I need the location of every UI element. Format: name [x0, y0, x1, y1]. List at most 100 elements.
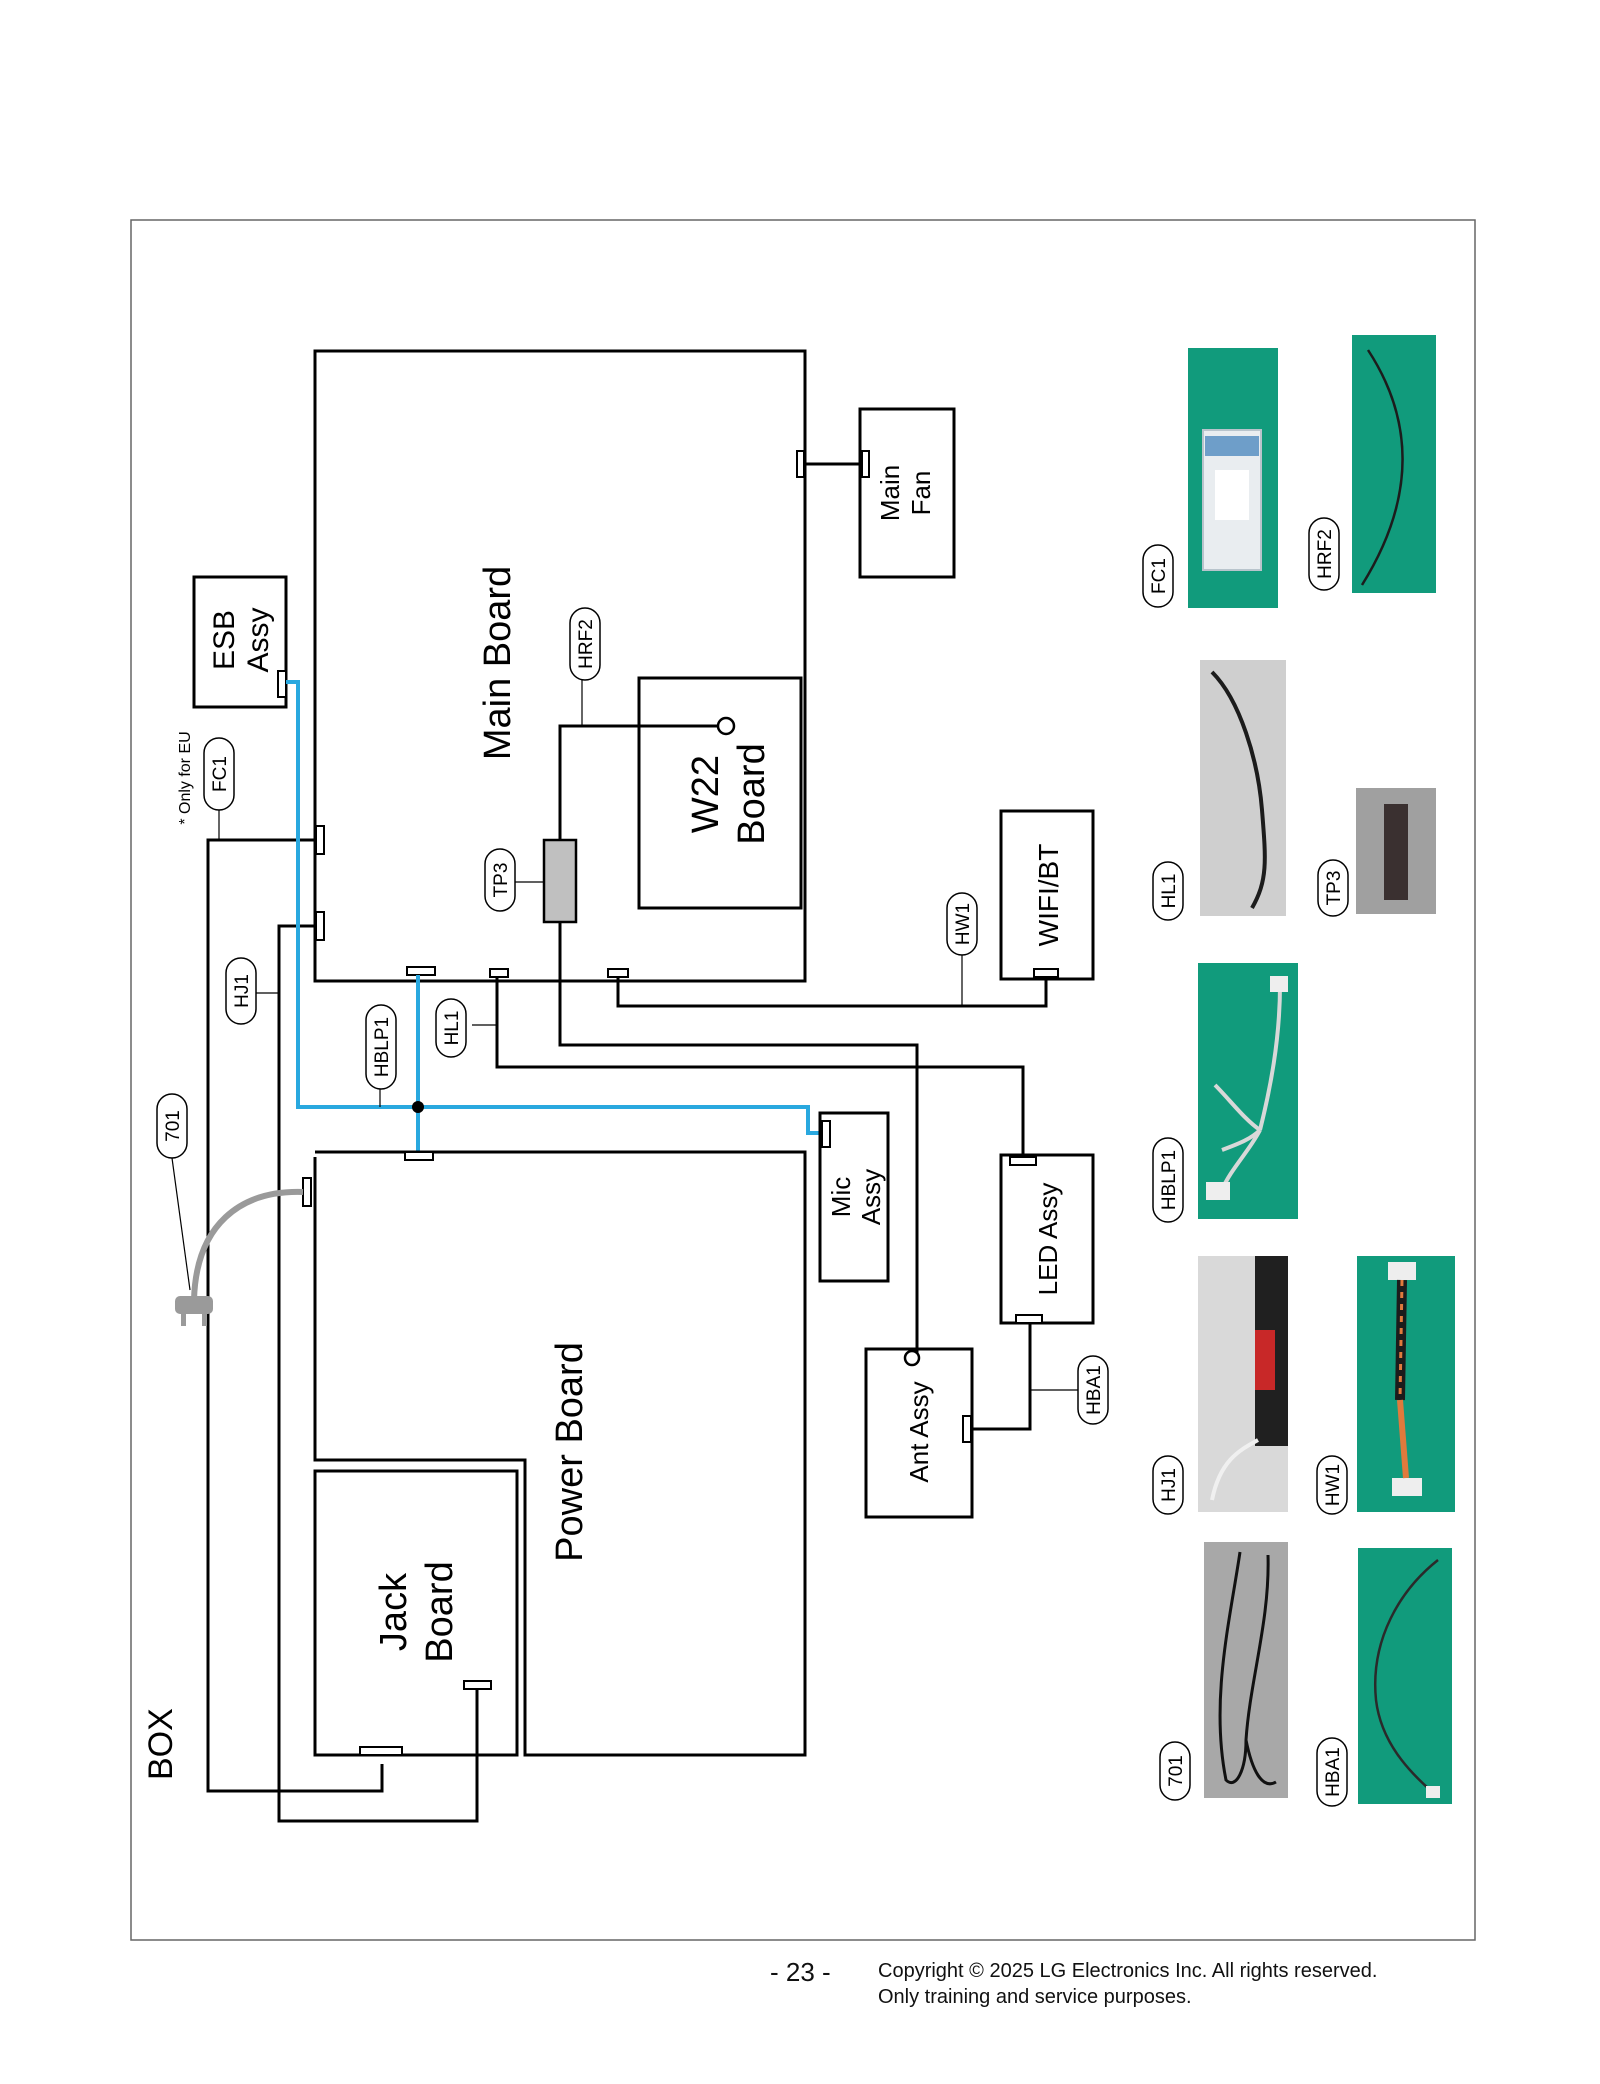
hba1-cable-image [1373, 1559, 1439, 1793]
ant-assy-label: Ant Assy [904, 1381, 934, 1482]
led-assy [999, 1153, 1095, 1325]
ant-cable [558, 922, 919, 1358]
copyright-line: Copyright © 2025 LG Electronics Inc. All… [878, 1960, 1378, 1982]
photo-hl1 [1200, 660, 1286, 916]
fc1-cable [206, 838, 384, 1793]
hw1-wires-image [1397, 1399, 1409, 1479]
jack-board [313, 1469, 519, 1757]
junction [412, 1101, 424, 1113]
photo-label-hj1: HJ1 [1159, 1468, 1180, 1502]
connector [1009, 1156, 1037, 1166]
photo-label-hrf2: HRF2 [1315, 529, 1336, 579]
hl1-cable-image [1210, 670, 1267, 909]
purpose-line: Only training and service purposes. [878, 1986, 1192, 2008]
harness-connector [1426, 1786, 1440, 1798]
hrf2-cable [558, 724, 718, 840]
connector [1033, 968, 1059, 978]
photo-label-701: 701 [1166, 1755, 1187, 1787]
photo-hba1 [1358, 1548, 1452, 1804]
antenna-terminal [716, 716, 736, 736]
photo-label-fc1: FC1 [1149, 558, 1170, 594]
connector [315, 825, 325, 855]
copyright-notice: Copyright © 2025 LG Electronics Inc. All… [878, 1958, 1377, 2010]
label-pill [484, 848, 516, 912]
connector [607, 968, 629, 978]
photo-hrf2 [1352, 335, 1436, 593]
connector [821, 1120, 831, 1148]
eu-note: * Only for EU [177, 731, 194, 824]
jack-label-1: Jack [373, 1572, 415, 1651]
connector [302, 1177, 312, 1207]
harness-connector [1206, 1182, 1230, 1200]
w22-board [637, 676, 803, 910]
cable-label-fc1: FC1 [210, 756, 231, 792]
label-pill [1159, 1741, 1191, 1801]
harness-connector [1270, 976, 1288, 992]
hj1-connector-image [1255, 1330, 1275, 1390]
connector [315, 911, 325, 941]
antenna-terminal [903, 1349, 921, 1367]
main-fan-label-1: Main [875, 465, 905, 521]
cable-label-hba1: HBA1 [1084, 1365, 1105, 1415]
wifi-bt-label: WIFI/BT [1033, 844, 1064, 947]
cable-label-hw1: HW1 [953, 903, 974, 945]
fc1-connector [1205, 436, 1259, 456]
main-fan [858, 407, 956, 579]
power-cord-image-loop [1244, 1739, 1277, 1786]
connector [404, 1151, 434, 1161]
tp3-ferrite [542, 838, 578, 924]
main-board-label: Main Board [477, 566, 519, 760]
label-pill [1316, 1737, 1348, 1807]
power-cord-image [1218, 1551, 1270, 1784]
esb-label-2: Assy [242, 607, 275, 672]
hj1-cable [277, 924, 479, 1823]
cable-label-hblp1: HBLP1 [372, 1017, 393, 1077]
label-pill [569, 607, 601, 681]
connector [796, 450, 805, 478]
connector [406, 966, 436, 976]
hblp1-cable [286, 680, 820, 1135]
fc1-label-area [1215, 470, 1249, 520]
w22-label-1: W22 [685, 755, 727, 833]
w22-label-2: Board [731, 743, 773, 844]
photo-label-tp3: TP3 [1324, 871, 1345, 906]
cable-label-hrf2: HRF2 [576, 619, 597, 669]
label-pill [1142, 544, 1174, 608]
mic-label-1: Mic [826, 1177, 856, 1217]
esb-assy [192, 575, 288, 709]
hw1-wires-image [1398, 1279, 1404, 1401]
photo-label-hw1: HW1 [1323, 1464, 1344, 1506]
box-label: BOX [142, 1708, 180, 1780]
label-pill [1152, 1455, 1184, 1515]
label-pill [365, 1004, 397, 1090]
label-pill [1308, 517, 1340, 591]
box-frame [130, 219, 1476, 1941]
harness-connector [1392, 1478, 1422, 1496]
tp3-image [1384, 804, 1408, 900]
hba1-cable [971, 1323, 1032, 1431]
cable-label-tp3: TP3 [491, 863, 512, 898]
photo-label-hblp1: HBLP1 [1159, 1150, 1180, 1210]
mic-assy [818, 1111, 890, 1283]
cable-label-701: 701 [163, 1110, 184, 1142]
cable-label-hj1: HJ1 [232, 974, 253, 1008]
power-board-label: Power Board [549, 1342, 591, 1562]
hrf2-cable-image [1360, 349, 1404, 586]
photo-label-hl1: HL1 [1159, 874, 1180, 909]
page-number: - 23 - [770, 1957, 831, 1987]
leader-line [171, 1157, 191, 1291]
power-board [313, 1150, 807, 1757]
power-cord [191, 1188, 304, 1301]
hw1-cable [616, 977, 1048, 1008]
harness-connector [1388, 1262, 1416, 1280]
photo-label-hba1: HBA1 [1323, 1747, 1344, 1797]
connector [1015, 1314, 1043, 1324]
cable-label-hl1: HL1 [442, 1011, 463, 1046]
label-pill [1152, 1137, 1184, 1223]
label-pill [1317, 859, 1349, 917]
hl1-cable [495, 977, 1025, 1157]
connector [962, 1415, 972, 1443]
esb-label-1: ESB [208, 610, 241, 670]
connector [463, 1680, 492, 1690]
